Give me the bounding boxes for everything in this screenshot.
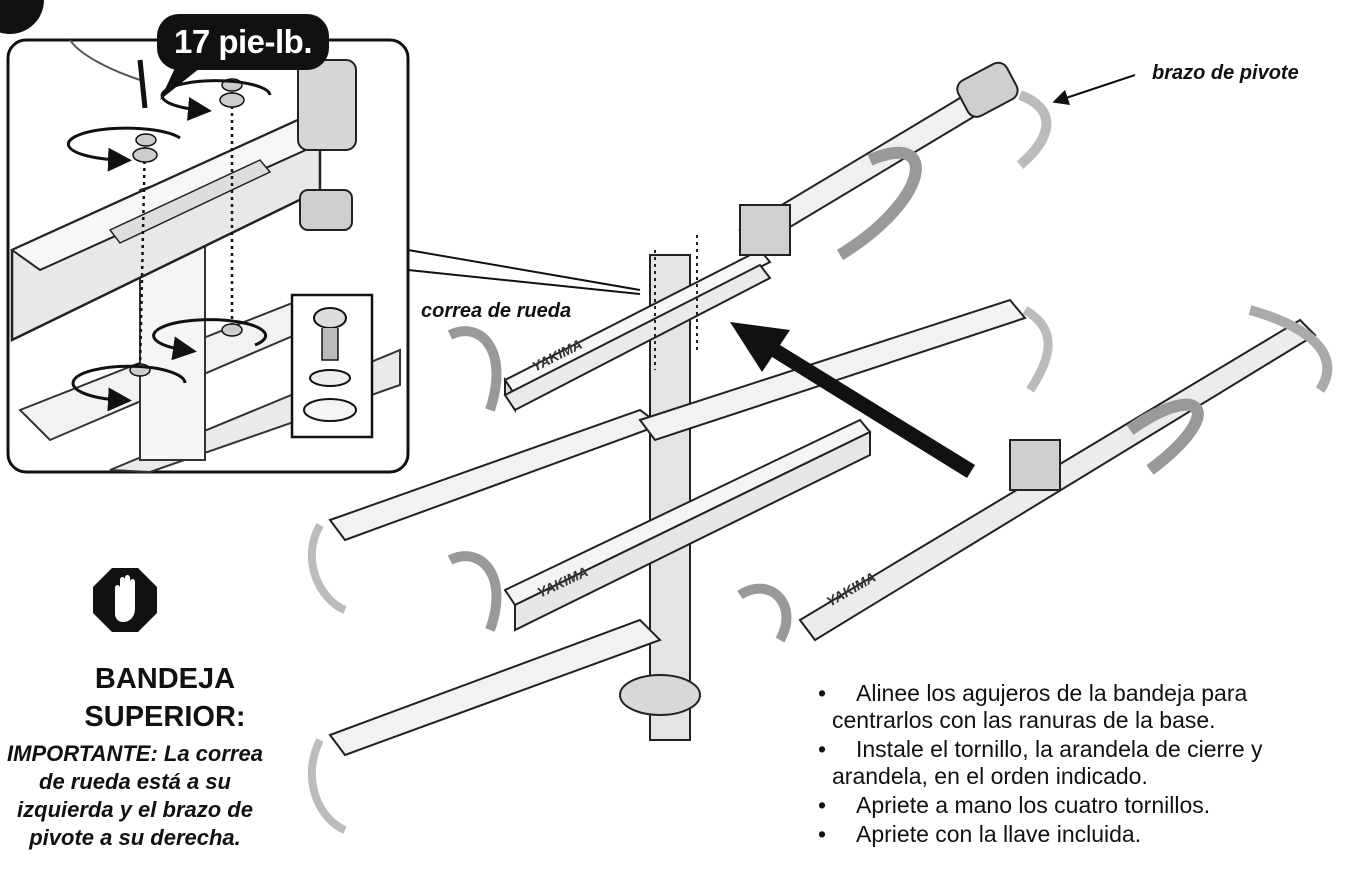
instruction-list: • Alinee los agujeros de la bandeja para… bbox=[812, 680, 1351, 850]
stop-note-line2: de rueda está a su bbox=[39, 769, 231, 794]
instruction-item: • Apriete con la llave incluida. bbox=[812, 821, 1351, 848]
wheel-strap-label: correa de rueda bbox=[421, 300, 572, 322]
bullet: • bbox=[817, 680, 827, 706]
bullet: • bbox=[817, 821, 827, 847]
stop-note-line4: pivote a su derecha. bbox=[29, 825, 241, 850]
instruction-line: Alinee los agujeros de la bandeja para bbox=[856, 680, 1248, 706]
stop-title-line1: BANDEJA bbox=[94, 663, 236, 695]
stop-notice-title: BANDEJA SUPERIOR: bbox=[0, 660, 330, 736]
pivot-arm-label: brazo de pivote bbox=[1152, 62, 1299, 84]
step-number-badge bbox=[0, 0, 44, 34]
detail-inset bbox=[6, 38, 641, 474]
bullet: • bbox=[817, 792, 827, 818]
instruction-item: • Alinee los agujeros de la bandeja para… bbox=[812, 680, 1351, 734]
bullet: • bbox=[817, 736, 827, 762]
instruction-line: Instale el tornillo, la arandela de cier… bbox=[856, 736, 1263, 762]
hand-stop-icon bbox=[93, 568, 157, 632]
instruction-item: • Apriete a mano los cuatro tornillos. bbox=[812, 792, 1351, 819]
stop-note-line1: IMPORTANTE: La correa bbox=[7, 741, 263, 766]
instruction-line: Apriete a mano los cuatro tornillos. bbox=[856, 792, 1211, 818]
instruction-line: Apriete con la llave incluida. bbox=[856, 821, 1142, 847]
stop-title-line2: SUPERIOR: bbox=[84, 701, 246, 733]
insert-direction-arrow bbox=[730, 322, 975, 478]
instruction-line: centrarlos con las ranuras de la base. bbox=[832, 707, 1216, 733]
stop-notice-note: IMPORTANTE: La correa de rueda está a su… bbox=[0, 740, 300, 852]
torque-spec-badge: 17 pie-lb. bbox=[157, 14, 329, 70]
instruction-line: arandela, en el orden indicado. bbox=[832, 763, 1148, 789]
instruction-item: • Instale el tornillo, la arandela de ci… bbox=[812, 736, 1351, 790]
stop-note-line3: izquierda y el brazo de bbox=[17, 797, 253, 822]
pivot-arm-pointer bbox=[1052, 74, 1136, 106]
bike-rack-drawing bbox=[307, 61, 1333, 834]
